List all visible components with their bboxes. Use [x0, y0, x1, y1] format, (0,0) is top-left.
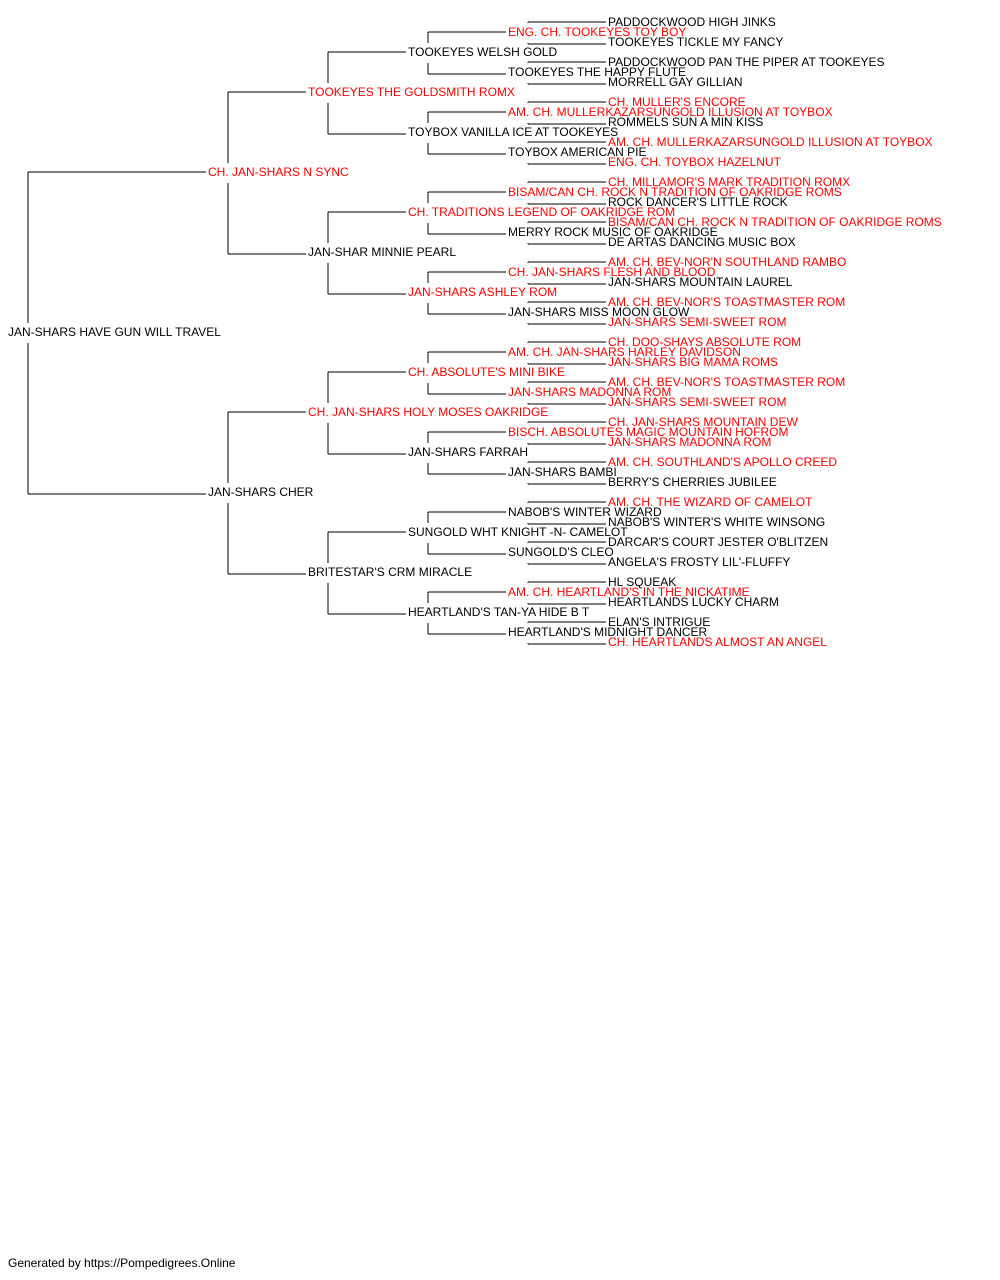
great-grandparent-name: CH. ABSOLUTE'S MINI BIKE: [408, 365, 565, 379]
gg-grandparent-name: AM. CH. JAN-SHARS HARLEY DAVIDSON: [508, 345, 741, 359]
ggg-grandparent-name: PADDOCKWOOD PAN THE PIPER AT TOOKEYES: [608, 55, 885, 69]
ggg-grandparent-name: DE ARTAS DANCING MUSIC BOX: [608, 235, 796, 249]
grandparent-name: JAN-SHAR MINNIE PEARL: [308, 245, 456, 259]
gg-grandparent-name: AM. CH. MULLERKAZARSUNGOLD ILLUSION AT T…: [508, 105, 833, 119]
gg-grandparent-name: JAN-SHARS BAMBI: [508, 465, 617, 479]
ggg-grandparent-name: AM. CH. BEV-NOR'S TOASTMASTER ROM: [608, 295, 845, 309]
great-grandparent-name: JAN-SHARS ASHLEY ROM: [408, 285, 557, 299]
gg-grandparent-name: TOOKEYES THE HAPPY FLUTE: [508, 65, 686, 79]
grandparent-name: BRITESTAR'S CRM MIRACLE: [308, 565, 472, 579]
ggg-grandparent-name: CH. MILLAMOR'S MARK TRADITION ROMX: [608, 175, 850, 189]
ggg-grandparent-name: CH. MULLER'S ENCORE: [608, 95, 746, 109]
ggg-grandparent-name: ENG. CH. TOYBOX HAZELNUT: [608, 155, 782, 169]
ggg-grandparent-name: TOOKEYES TICKLE MY FANCY: [608, 35, 783, 49]
ggg-grandparent-name: CH. HEARTLANDS ALMOST AN ANGEL: [608, 635, 827, 649]
ggg-grandparent-name: ELAN'S INTRIGUE: [608, 615, 710, 629]
ggg-grandparent-name: CH. DOO-SHAYS ABSOLUTE ROM: [608, 335, 801, 349]
ggg-grandparent-name: PADDOCKWOOD HIGH JINKS: [608, 15, 776, 29]
ggg-grandparent-name: HL SQUEAK: [608, 575, 676, 589]
great-grandparent-name: SUNGOLD WHT KNIGHT -N- CAMELOT: [408, 525, 628, 539]
subject-name: JAN-SHARS HAVE GUN WILL TRAVEL: [8, 325, 221, 339]
ggg-grandparent-name: CH. JAN-SHARS MOUNTAIN DEW: [608, 415, 798, 429]
great-grandparent-name: TOYBOX VANILLA ICE AT TOOKEYES: [408, 125, 618, 139]
generated-by-footer: Generated by https://Pompedigrees.Online: [8, 1256, 236, 1270]
gg-grandparent-name: JAN-SHARS MADONNA ROM: [508, 385, 671, 399]
gg-grandparent-name: TOYBOX AMERICAN PIE: [508, 145, 646, 159]
ggg-grandparent-name: MORRELL GAY GILLIAN: [608, 75, 743, 89]
ggg-grandparent-name: ANGELA'S FROSTY LIL'-FLUFFY: [608, 555, 790, 569]
ggg-grandparent-name: JAN-SHARS SEMI-SWEET ROM: [608, 395, 786, 409]
grandparent-name: TOOKEYES THE GOLDSMITH ROMX: [308, 85, 515, 99]
gg-grandparent-name: ENG. CH. TOOKEYES TOY BOY: [508, 25, 686, 39]
gg-grandparent-name: HEARTLAND'S MIDNIGHT DANCER: [508, 625, 708, 639]
ggg-grandparent-name: AM. CH. THE WIZARD OF CAMELOT: [608, 495, 813, 509]
great-grandparent-name: HEARTLAND'S TAN-YA HIDE B T: [408, 605, 590, 619]
gg-grandparent-name: MERRY ROCK MUSIC OF OAKRIDGE: [508, 225, 718, 239]
ggg-grandparent-name: ROMMELS SUN A MIN KISS: [608, 115, 763, 129]
ggg-grandparent-name: BERRY'S CHERRIES JUBILEE: [608, 475, 777, 489]
ggg-grandparent-name: AM. CH. BEV-NOR'S TOASTMASTER ROM: [608, 375, 845, 389]
ggg-grandparent-name: AM. CH. BEV-NOR'N SOUTHLAND RAMBO: [608, 255, 846, 269]
ggg-grandparent-name: JAN-SHARS MADONNA ROM: [608, 435, 771, 449]
ggg-grandparent-name: ROCK DANCER'S LITTLE ROCK: [608, 195, 788, 209]
gg-grandparent-name: SUNGOLD'S CLEO: [508, 545, 614, 559]
great-grandparent-name: CH. TRADITIONS LEGEND OF OAKRIDGE ROM: [408, 205, 675, 219]
great-grandparent-name: TOOKEYES WELSH GOLD: [408, 45, 557, 59]
ggg-grandparent-name: HEARTLANDS LUCKY CHARM: [608, 595, 779, 609]
gg-grandparent-name: BISAM/CAN CH. ROCK N TRADITION OF OAKRID…: [508, 185, 842, 199]
ggg-grandparent-name: JAN-SHARS BIG MAMA ROMS: [608, 355, 778, 369]
ggg-grandparent-name: NABOB'S WINTER'S WHITE WINSONG: [608, 515, 825, 529]
grandparent-name: CH. JAN-SHARS HOLY MOSES OAKRIDGE: [308, 405, 548, 419]
ggg-grandparent-name: JAN-SHARS SEMI-SWEET ROM: [608, 315, 786, 329]
ggg-grandparent-name: AM. CH. MULLERKAZARSUNGOLD ILLUSION AT T…: [608, 135, 933, 149]
parent-name: CH. JAN-SHARS N SYNC: [208, 165, 349, 179]
ggg-grandparent-name: AM. CH. SOUTHLAND'S APOLLO CREED: [608, 455, 837, 469]
ggg-grandparent-name: DARCAR'S COURT JESTER O'BLITZEN: [608, 535, 828, 549]
parent-name: JAN-SHARS CHER: [208, 485, 314, 499]
gg-grandparent-name: BISCH. ABSOLUTES MAGIC MOUNTAIN HOFROM: [508, 425, 788, 439]
ggg-grandparent-name: BISAM/CAN CH. ROCK N TRADITION OF OAKRID…: [608, 215, 942, 229]
gg-grandparent-name: NABOB'S WINTER WIZARD: [508, 505, 662, 519]
gg-grandparent-name: JAN-SHARS MISS MOON GLOW: [508, 305, 690, 319]
gg-grandparent-name: CH. JAN-SHARS FLESH AND BLOOD: [508, 265, 716, 279]
great-grandparent-name: JAN-SHARS FARRAH: [408, 445, 528, 459]
ggg-grandparent-name: JAN-SHARS MOUNTAIN LAUREL: [608, 275, 793, 289]
gg-grandparent-name: AM. CH. HEARTLAND'S IN THE NICKATIME: [508, 585, 750, 599]
